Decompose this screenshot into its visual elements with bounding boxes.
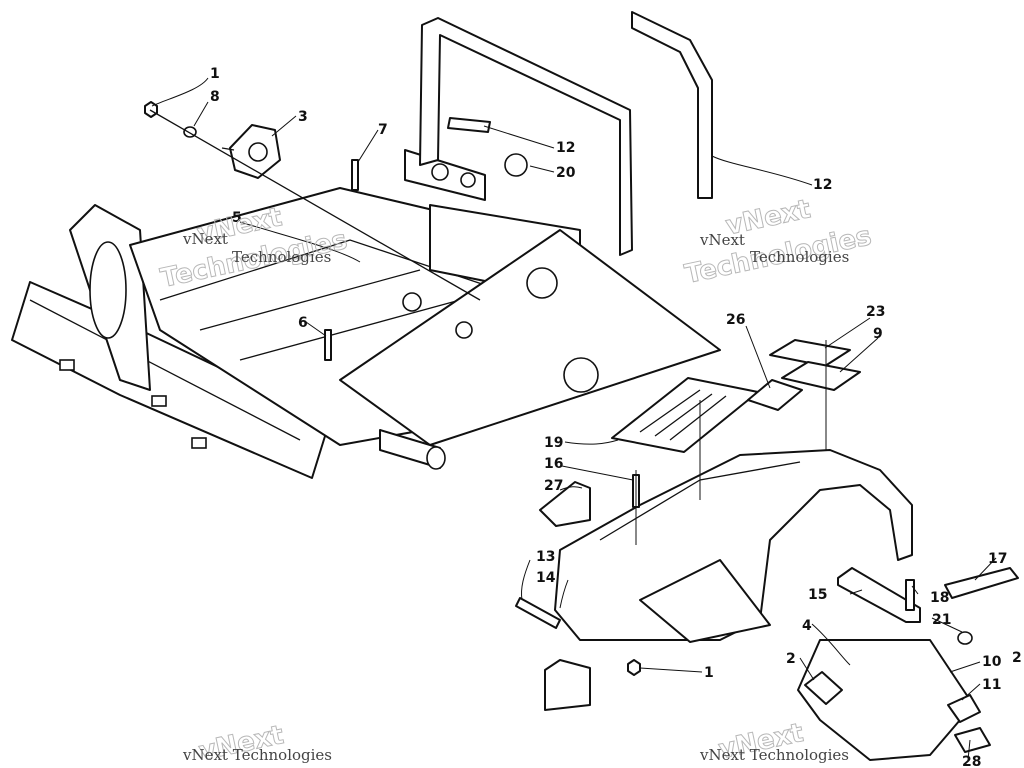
bracket-15 — [837, 567, 921, 623]
callout-13: 13 — [536, 549, 555, 565]
bolt-13 — [515, 597, 561, 629]
washer-21 — [957, 631, 973, 645]
callout-3: 3 — [298, 109, 308, 125]
callout-4: 4 — [802, 618, 812, 634]
callout-20: 20 — [556, 165, 576, 181]
callout-21: 21 — [932, 612, 951, 628]
watermark-text-4: vNext Technologies — [699, 746, 849, 764]
mud-flap — [544, 659, 591, 711]
bolt-18 — [905, 579, 915, 611]
handle-bar — [631, 11, 713, 199]
bolt-7 — [351, 159, 359, 191]
watermark-text-3: vNext Technologies — [182, 746, 332, 764]
callout-12-bar: 12 — [813, 177, 832, 193]
leader-lines — [151, 77, 997, 761]
callout-17: 17 — [988, 551, 1007, 567]
callout-6: 6 — [298, 315, 308, 331]
bracket-2 — [804, 671, 843, 705]
hoop-pad — [447, 117, 491, 133]
decal-9 — [781, 361, 861, 391]
callout-14: 14 — [536, 570, 556, 586]
callout-5: 5 — [232, 210, 242, 226]
callout-12-hoop: 12 — [556, 140, 575, 156]
watermark-text-2a: vNext — [699, 231, 745, 249]
callout-8: 8 — [210, 89, 220, 105]
hoop-grommet — [504, 153, 528, 177]
hitch-bracket — [539, 481, 591, 527]
watermark-text-1b: Technologies — [232, 248, 331, 266]
seat-back-hoop — [419, 17, 633, 256]
callout-9: 9 — [873, 326, 883, 342]
nut-1-top — [144, 101, 158, 118]
nut-1-bottom — [627, 659, 641, 676]
rear-fender — [554, 449, 913, 641]
callout-11: 11 — [982, 677, 1001, 693]
callout-18: 18 — [930, 590, 949, 606]
callout-1-bottom: 1 — [704, 665, 714, 681]
decal-19 — [611, 377, 759, 453]
callout-1-top: 1 — [210, 66, 220, 82]
grab-handle — [944, 567, 1019, 599]
fender-skirt — [639, 559, 771, 643]
callout-19: 19 — [544, 435, 563, 451]
callout-16: 16 — [544, 456, 563, 472]
callout-23: 23 — [866, 304, 885, 320]
callout-15: 15 — [808, 587, 827, 603]
callout-27: 27 — [544, 478, 563, 494]
decal-26 — [747, 379, 803, 411]
callout-labels: 1 8 3 7 12 20 12 5 6 26 23 9 19 16 27 13… — [210, 66, 1022, 768]
watermark-text-2b: Technologies — [750, 248, 849, 266]
callout-2-edge: 2 — [1012, 650, 1022, 666]
callout-7: 7 — [378, 122, 388, 138]
callout-2: 2 — [786, 651, 796, 667]
watermark-text-1a: vNext — [182, 230, 228, 248]
bracket-11 — [947, 694, 981, 723]
bolt-6 — [324, 329, 332, 361]
callout-10: 10 — [982, 654, 1002, 670]
spindle-assembly — [221, 124, 281, 179]
callout-28: 28 — [962, 754, 981, 768]
hinge-28 — [954, 727, 991, 753]
chassis-frame — [11, 149, 721, 479]
spindle-axis-line — [149, 109, 481, 301]
callout-26: 26 — [726, 312, 745, 328]
